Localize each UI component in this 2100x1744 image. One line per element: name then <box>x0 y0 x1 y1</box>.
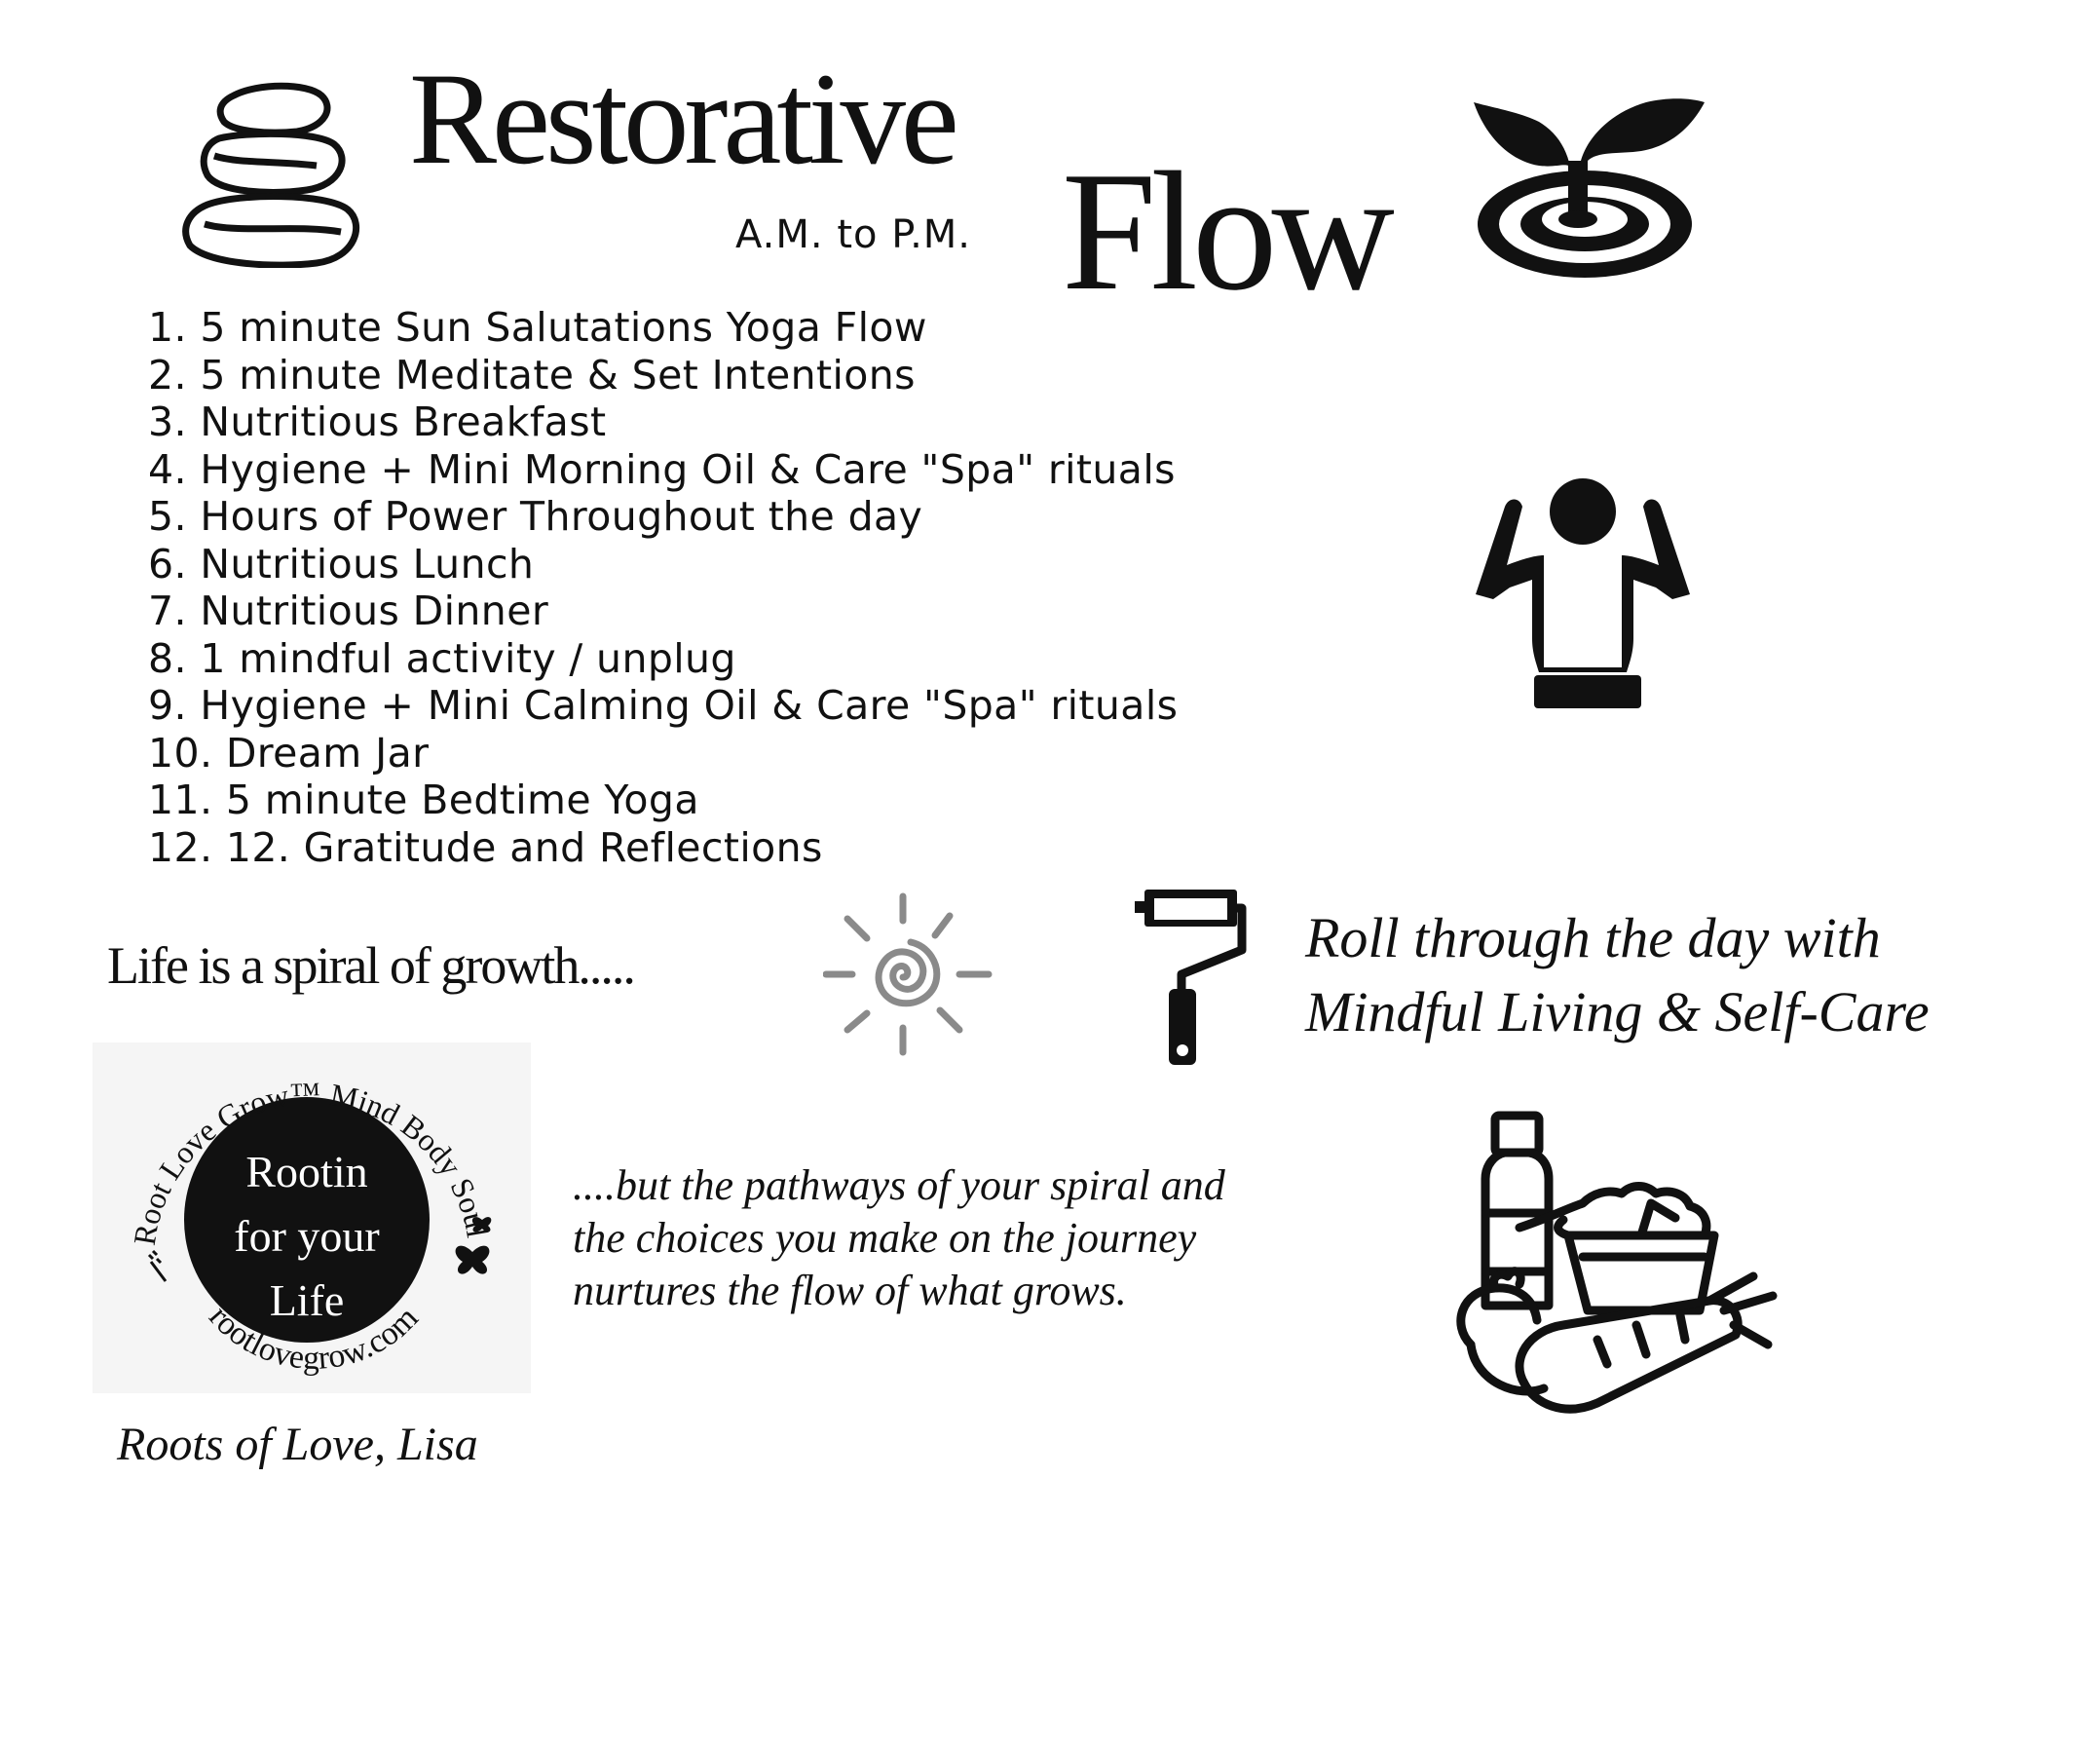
list-item: 9. Hygiene + Mini Calming Oil & Care "Sp… <box>148 682 1179 729</box>
routine-list: 1. 5 minute Sun Salutations Yoga Flow 2.… <box>148 304 1178 871</box>
pathways-quote-line: ....but the pathways of your spiral and <box>573 1161 1225 1209</box>
logo-line: for your <box>234 1211 380 1261</box>
roll-quote-line: Roll through the day with <box>1305 906 1881 969</box>
title-restorative: Restorative <box>409 47 959 192</box>
roll-quote: Roll through the day with Mindful Living… <box>1305 901 1930 1049</box>
butterfly-icon <box>455 1217 492 1274</box>
list-item: 11. 5 minute Bedtime Yoga <box>148 777 699 823</box>
logo-ring: Root Love Grow™ Mind Body Soul rootloveg… <box>127 1076 496 1377</box>
list-item: 12. 12. Gratitude and Reflections <box>148 823 823 871</box>
logo-line: Rootin <box>245 1147 368 1196</box>
list-item: 10. Dream Jar <box>148 729 430 777</box>
spiral-sun-icon <box>823 892 993 1056</box>
list-item: 8. 1 mindful activity / unplug <box>148 634 736 682</box>
roll-quote-line: Mindful Living & Self-Care <box>1305 980 1930 1043</box>
signature: Roots of Love, Lisa <box>117 1419 478 1470</box>
subtitle: A.M. to P.M. <box>735 212 972 257</box>
list-item: 1. 5 minute Sun Salutations Yoga Flow <box>148 304 927 351</box>
list-item: 6. Nutritious Lunch <box>148 540 535 588</box>
stacked-stones-icon <box>182 82 359 268</box>
spa-massage-icon <box>1476 478 1690 708</box>
list-item: 2. 5 minute Meditate & Set Intentions <box>148 351 916 398</box>
list-item: 7. Nutritious Dinner <box>148 588 549 634</box>
lavender-icon <box>147 1249 168 1282</box>
paint-roller-icon <box>1135 890 1247 1065</box>
logo-inner-text: Rootin for your Life <box>185 1106 429 1335</box>
rootlovegrow-logo: Root Love Grow™ Mind Body Soul rootloveg… <box>93 1043 531 1393</box>
pathways-quote-line: the choices you make on the journey <box>573 1214 1197 1262</box>
list-item: 5. Hours of Power Throughout the day <box>148 493 923 540</box>
logo-line: Life <box>269 1275 345 1325</box>
pathways-quote-line: nurtures the flow of what grows. <box>573 1267 1127 1314</box>
groceries-icon <box>1456 1111 1778 1414</box>
pathways-quote: ....but the pathways of your spiral and … <box>573 1159 1225 1317</box>
spiral-quote: Life is a spiral of growth..... <box>107 936 636 995</box>
list-item: 3. Nutritious Breakfast <box>148 398 607 445</box>
title-flow: Flow <box>1062 136 1395 325</box>
list-item: 4. Hygiene + Mini Morning Oil & Care "Sp… <box>148 445 1176 493</box>
sprout-icon <box>1474 98 1705 278</box>
